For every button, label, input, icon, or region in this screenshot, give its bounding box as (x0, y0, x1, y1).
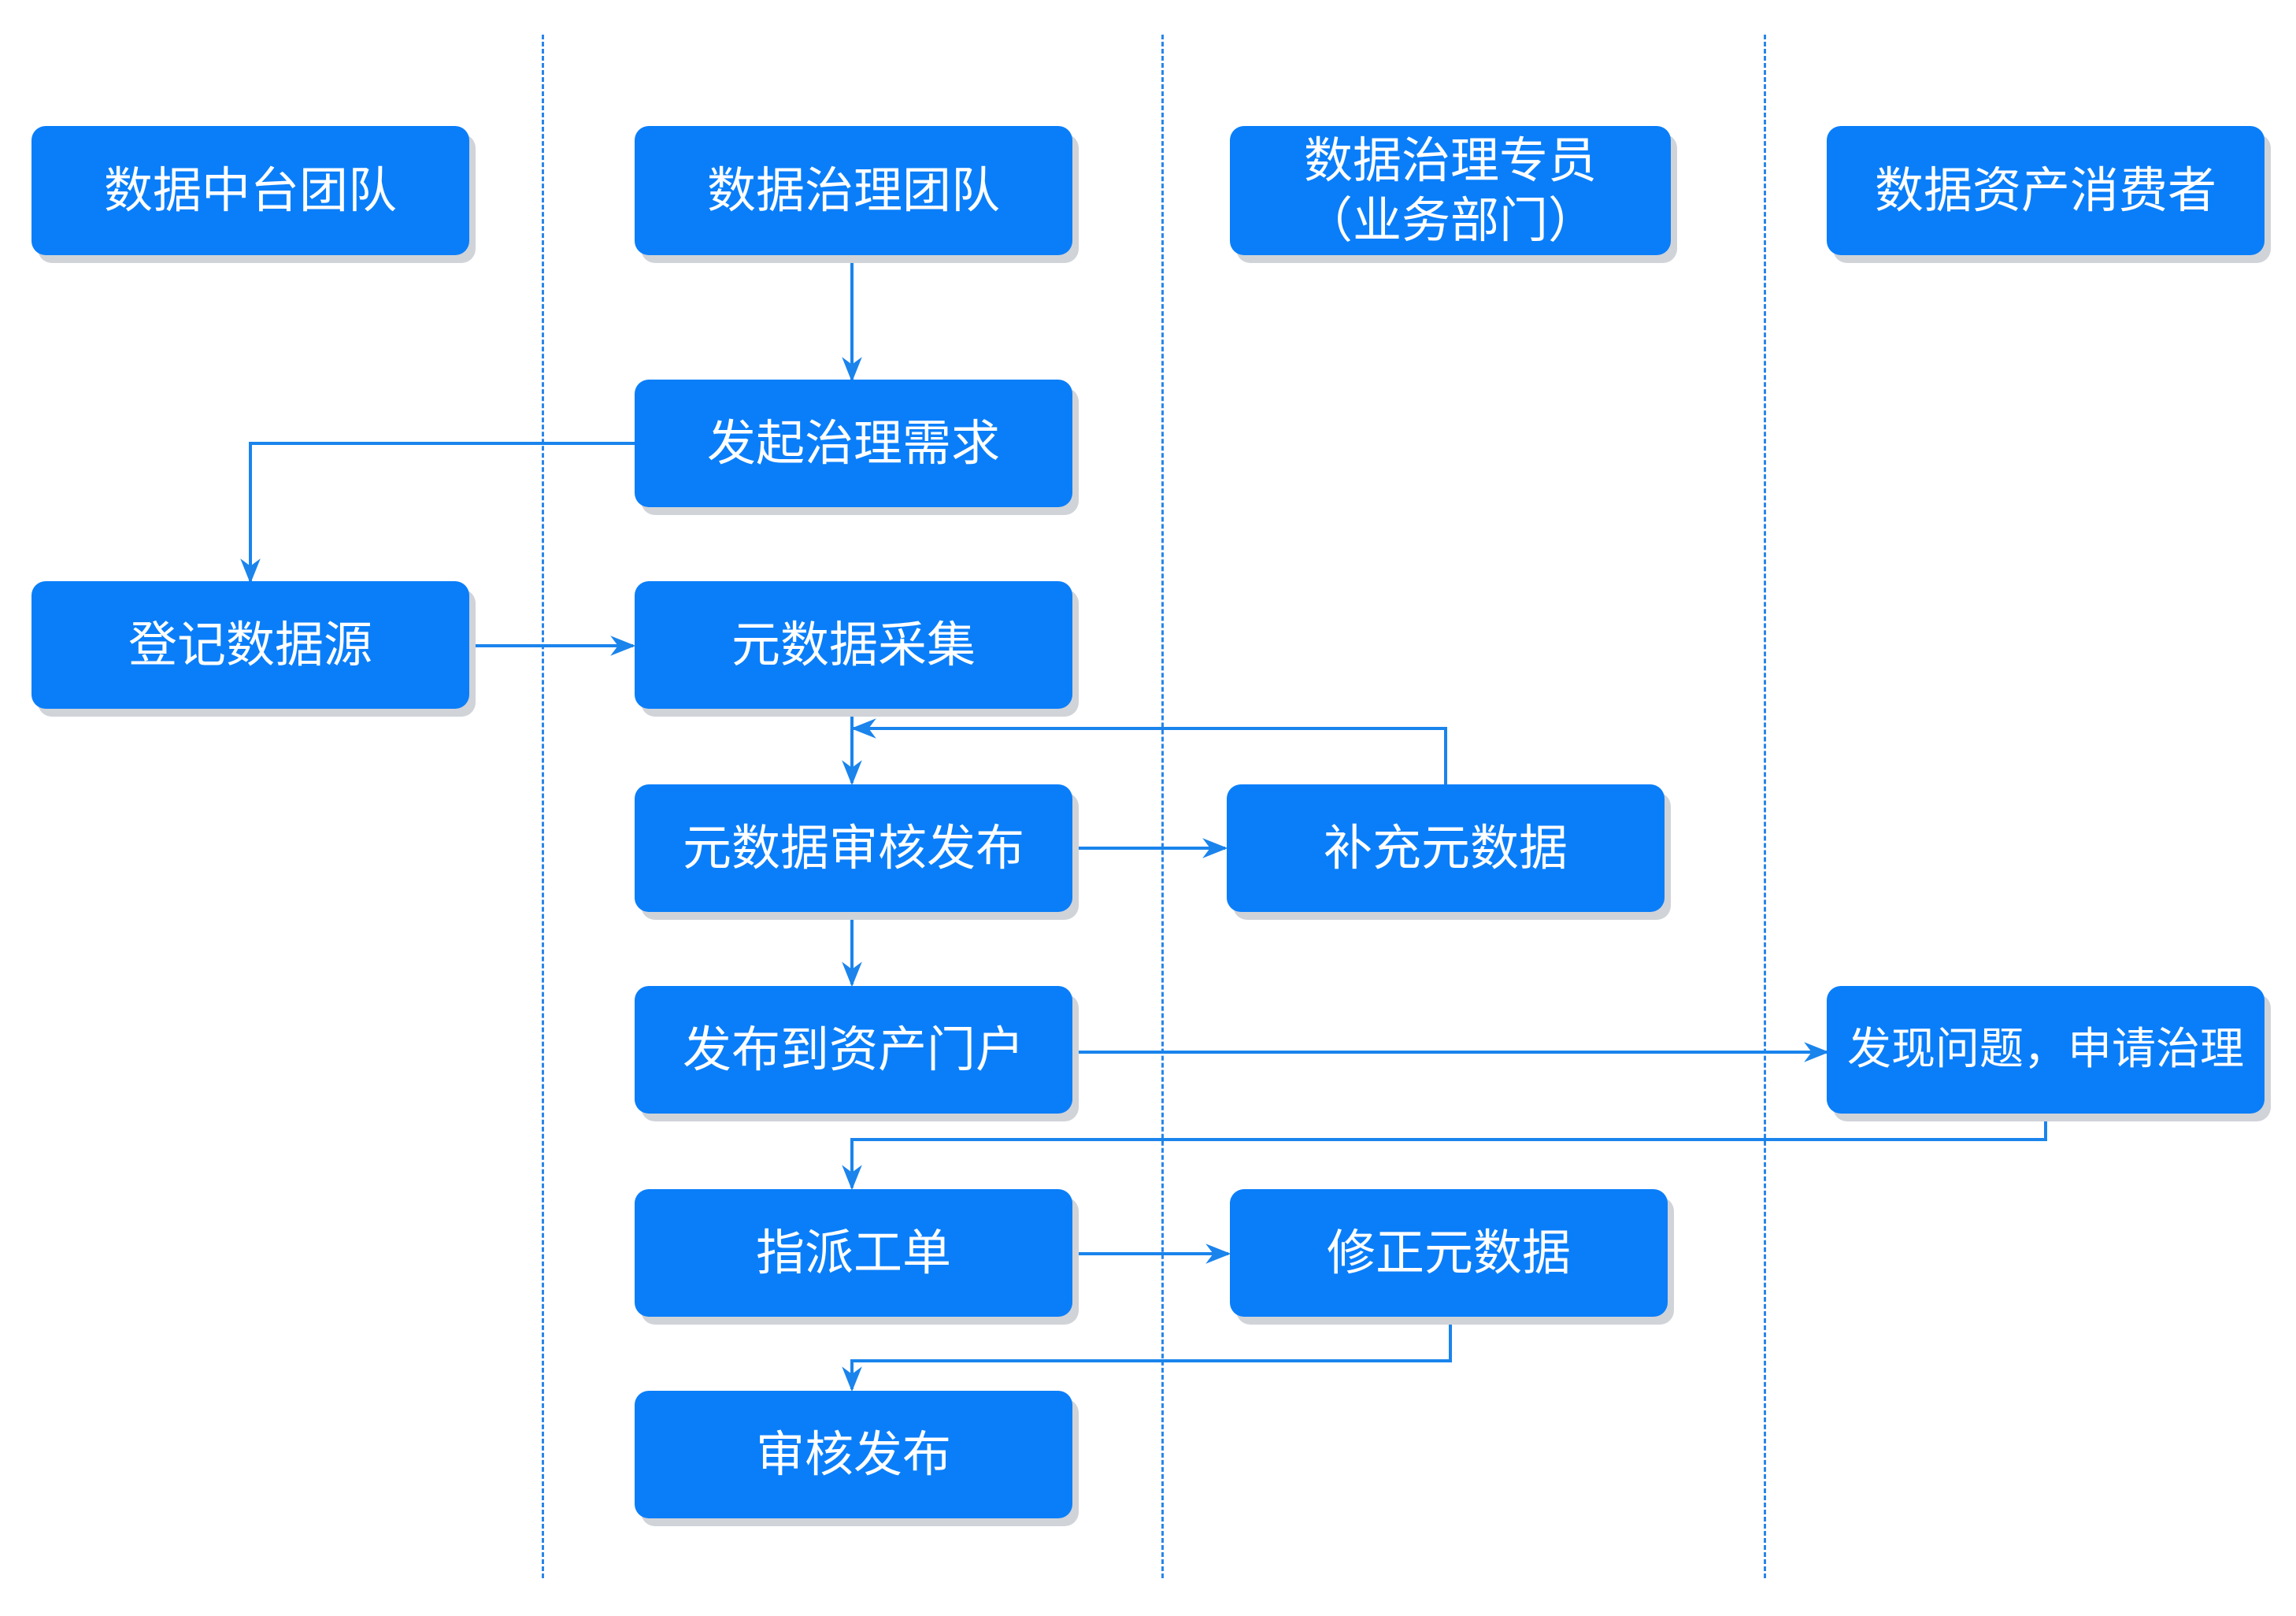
step-label: 元数据采集 (731, 616, 976, 674)
lane-divider-1 (542, 35, 544, 1578)
step-review-publish: 审核发布 (635, 1391, 1072, 1518)
lane-divider-2 (1161, 35, 1164, 1578)
lane-header-governance-team: 数据治理团队 (635, 126, 1072, 255)
step-label: 发起治理需求 (706, 414, 1000, 473)
step-find-issue-apply: 发现问题，申请治理 (1827, 986, 2265, 1114)
step-label: 审核发布 (755, 1425, 951, 1484)
step-metadata-collect: 元数据采集 (635, 581, 1072, 709)
arrow-initiate-to-register (240, 442, 635, 584)
lane-header-governance-specialist: 数据治理专员 （业务部门） (1230, 126, 1671, 255)
lane-header-sublabel: （业务部门） (1303, 191, 1597, 249)
step-fix-metadata: 修正元数据 (1230, 1189, 1668, 1317)
lane-divider-3 (1764, 35, 1766, 1578)
step-assign-ticket: 指派工单 (635, 1189, 1072, 1317)
arrow-issue-to-assign (842, 1117, 2047, 1191)
step-label: 发现问题，申请治理 (1847, 1023, 2244, 1075)
step-label: 补充元数据 (1323, 819, 1568, 877)
lane-header-label: 数据治理专员 (1303, 132, 1597, 190)
step-label: 发布到资产门户 (682, 1021, 1024, 1079)
lane-header-label: 数据治理团队 (706, 161, 1000, 220)
lane-header-label: 数据中台团队 (103, 161, 397, 220)
lane-header-label: 数据资产消费者 (1874, 161, 2216, 220)
step-label: 登记数据源 (128, 616, 372, 674)
step-metadata-review-publish: 元数据审核发布 (635, 784, 1072, 912)
arrow-fix-to-final (842, 1318, 1452, 1392)
step-label: 修正元数据 (1326, 1224, 1571, 1282)
lane-header-data-platform-team: 数据中台团队 (31, 126, 469, 255)
step-initiate-request: 发起治理需求 (635, 380, 1072, 507)
lane-header-asset-consumer: 数据资产消费者 (1827, 126, 2265, 255)
step-supplement-metadata: 补充元数据 (1227, 784, 1665, 912)
step-label: 元数据审核发布 (682, 819, 1024, 877)
step-publish-portal: 发布到资产门户 (635, 986, 1072, 1114)
step-label: 指派工单 (755, 1224, 951, 1282)
step-register-source: 登记数据源 (31, 581, 469, 709)
arrow-supplement-back (850, 718, 1447, 788)
